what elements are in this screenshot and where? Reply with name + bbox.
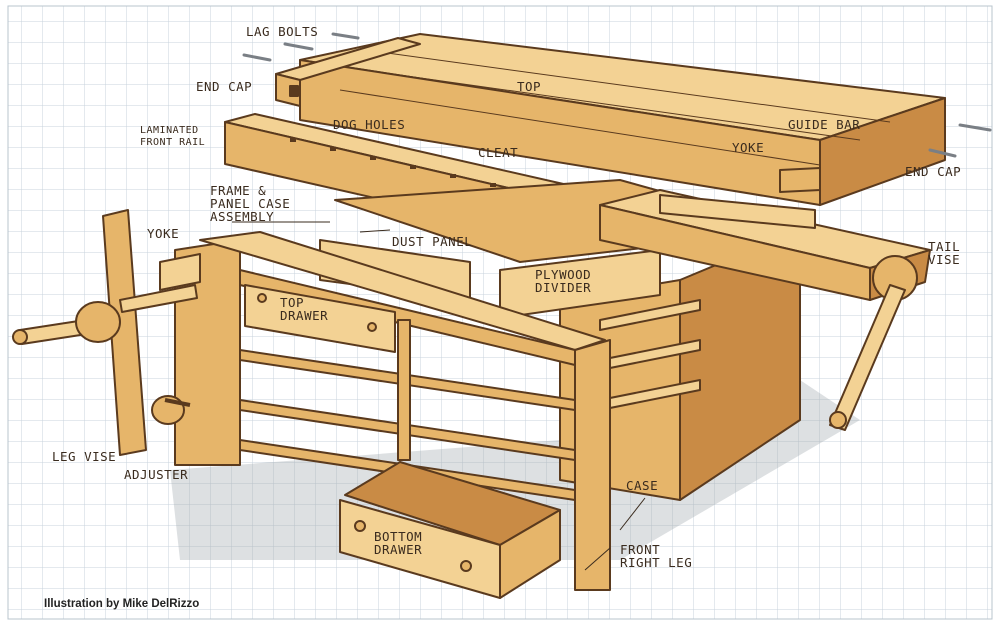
leader-lines: [232, 221, 646, 571]
front-frame: [174, 231, 611, 591]
label-lag-bolts: LAG BOLTS: [246, 24, 319, 39]
label-leg-vise: LEG VISE: [52, 449, 117, 464]
label-plywood-divider: PLYWOOD DIVIDER: [535, 267, 592, 295]
label-yoke-left: YOKE: [147, 226, 180, 241]
label-dust-panel: DUST PANEL: [392, 234, 473, 249]
leg-vise: [12, 209, 198, 456]
bench-top: [299, 33, 946, 206]
yoke-left: [159, 253, 201, 291]
illustration-credit: Illustration by Mike DelRizzo: [44, 598, 200, 610]
label-top-drawer: TOP DRAWER: [280, 295, 329, 323]
label-front-right-leg: FRONT RIGHT LEG: [620, 542, 693, 570]
label-frame-panel-case: FRAME & PANEL CASE ASSEMBLY: [210, 183, 291, 224]
tail-vise: [599, 167, 931, 431]
label-case: CASE: [626, 478, 659, 493]
label-yoke-right: YOKE: [732, 140, 765, 155]
label-end-cap-left: END CAP: [196, 79, 253, 94]
label-top: TOP: [517, 79, 542, 94]
label-guide-bar: GUIDE BAR: [788, 117, 861, 132]
bottom-drawer: [339, 461, 561, 599]
label-cleat: CLEAT: [478, 145, 519, 160]
label-tail-vise: TAIL VISE: [928, 239, 961, 267]
end-cap-left: [275, 37, 421, 107]
lag-bolts: [242, 32, 992, 158]
label-end-cap-right: END CAP: [905, 164, 962, 179]
plywood-divider: [499, 249, 661, 319]
label-laminated-front-rail: LAMINATED FRONT RAIL: [140, 125, 206, 148]
label-dog-holes: DOG HOLES: [333, 117, 406, 132]
top-drawer: [244, 284, 396, 353]
label-adjuster: ADJUSTER: [124, 467, 189, 482]
label-bottom-drawer: BOTTOM DRAWER: [374, 529, 423, 557]
